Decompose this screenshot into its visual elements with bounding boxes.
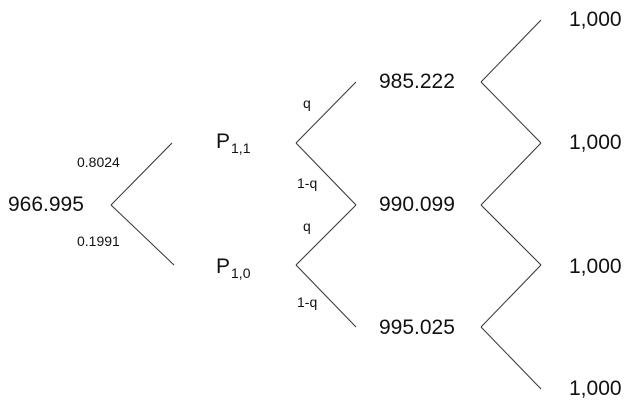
branch-label-p11-down: 1-q bbox=[297, 175, 318, 191]
root-prob-up: 0.8024 bbox=[77, 154, 120, 170]
edge-n22-down bbox=[480, 326, 542, 390]
node-p11: P1,1 bbox=[216, 130, 250, 155]
node-p10-base: P bbox=[216, 255, 231, 278]
branch-label-p10-down: 1-q bbox=[297, 294, 318, 310]
edge-n21-down bbox=[480, 204, 542, 266]
node-p11-sub: 1,1 bbox=[231, 140, 251, 156]
edge-p10-up bbox=[295, 204, 357, 266]
edge-root-up bbox=[110, 142, 173, 206]
node-maturity-2: 1,000 bbox=[569, 255, 622, 278]
root-prob-down: 0.1991 bbox=[77, 233, 120, 249]
node-p10-sub: 1,0 bbox=[231, 265, 251, 281]
edge-p11-down bbox=[295, 142, 357, 206]
edge-root-down bbox=[110, 204, 175, 266]
node-year2-0: 985.222 bbox=[379, 70, 455, 93]
node-p10: P1,0 bbox=[216, 255, 250, 280]
edge-p10-down bbox=[295, 264, 357, 328]
node-p11-base: P bbox=[216, 130, 231, 153]
edge-n20-down bbox=[480, 81, 542, 144]
node-maturity-0: 1,000 bbox=[569, 8, 622, 31]
edge-n22-up bbox=[480, 264, 542, 328]
node-maturity-3: 1,000 bbox=[569, 377, 622, 400]
node-year2-2: 995.025 bbox=[379, 316, 455, 339]
branch-label-p11-up: q bbox=[303, 95, 311, 111]
node-maturity-1: 1,000 bbox=[569, 131, 622, 154]
edge-n21-up bbox=[480, 142, 542, 206]
edge-p11-up bbox=[295, 81, 357, 144]
edge-n20-up bbox=[480, 19, 542, 83]
branch-label-p10-up: q bbox=[303, 218, 311, 234]
node-year2-1: 990.099 bbox=[379, 193, 455, 216]
root-price: 966.995 bbox=[8, 193, 84, 216]
